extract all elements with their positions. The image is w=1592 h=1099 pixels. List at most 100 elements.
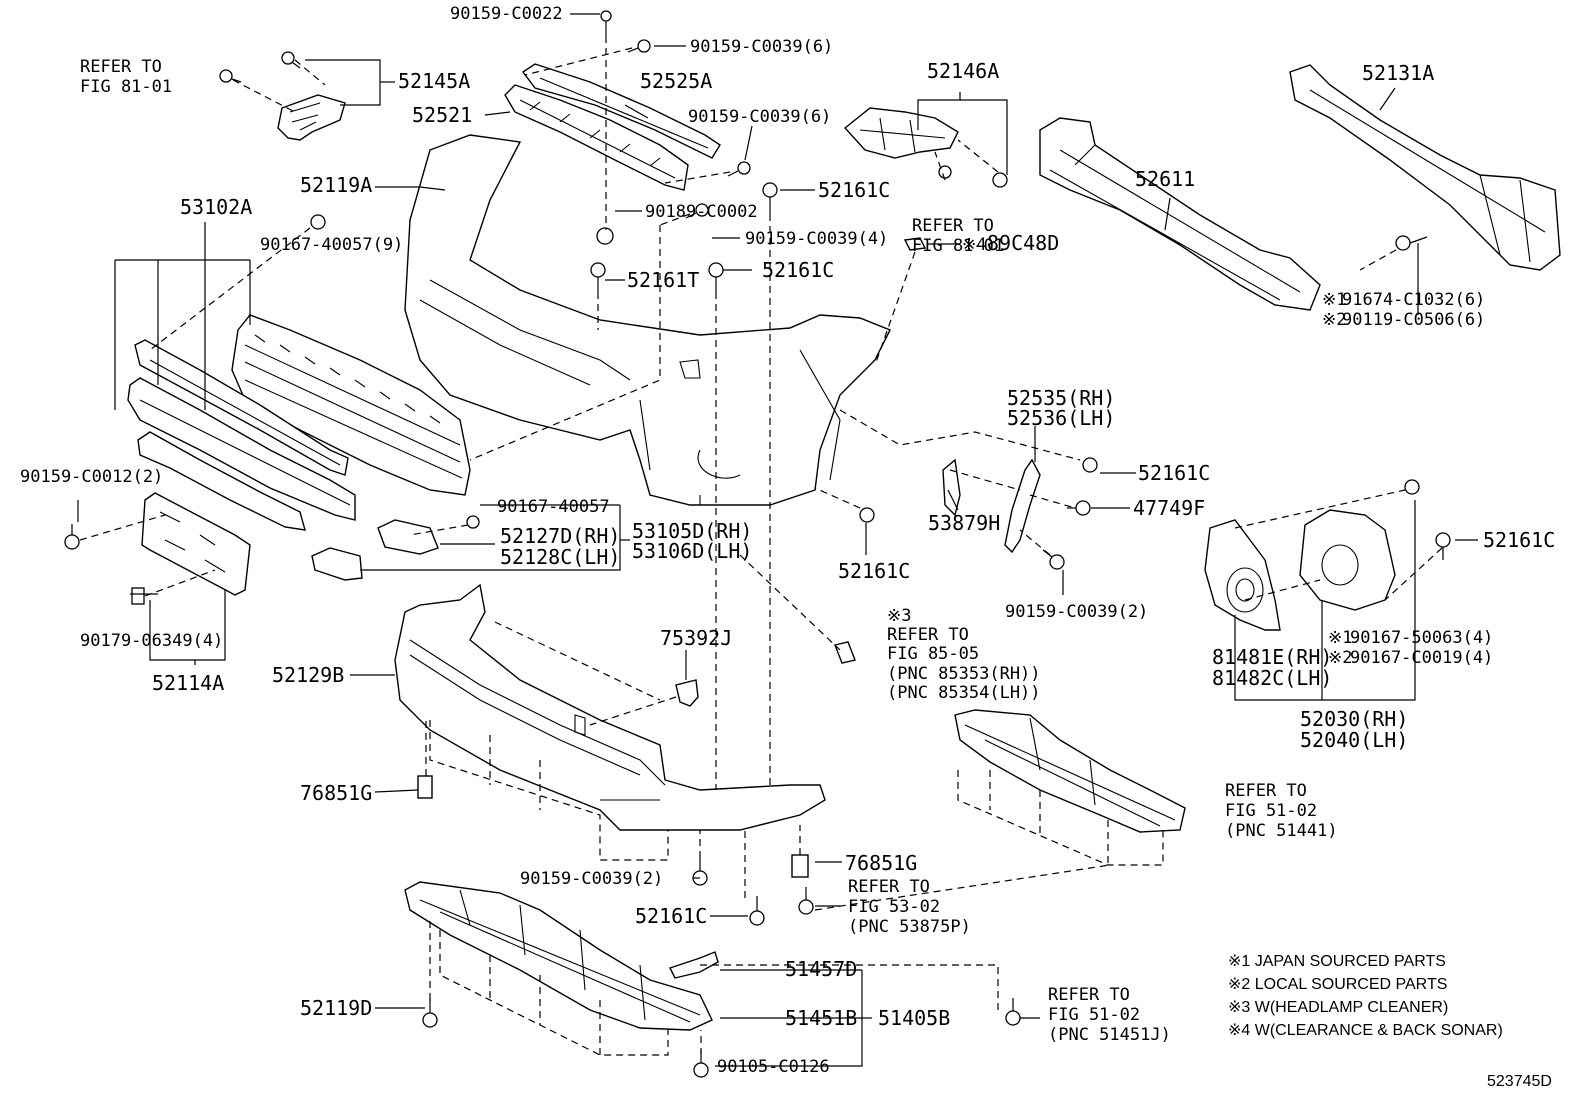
label-52128c: 52128C(LH) — [500, 545, 620, 569]
label-90159-c0039-6a: 90159-C0039(6) — [690, 37, 833, 57]
label-53105d: 53105D(RH) — [632, 519, 752, 543]
cover-52030-shape — [1299, 509, 1396, 611]
retainer-52521-shape — [504, 84, 689, 191]
moulding-strip-bottom-shape — [137, 431, 306, 531]
label-52040: 52040(LH) — [1300, 728, 1408, 752]
label-89c48d: 89C48D — [987, 231, 1059, 255]
ref-2-line-1: REFER TO — [912, 216, 994, 236]
label-81481e: 81481E(RH) — [1212, 645, 1332, 669]
bumper-cover-52119a-shape — [404, 134, 891, 506]
label-53102a: 53102A — [180, 195, 252, 219]
label-90167-50063: 90167-50063(4) — [1350, 628, 1493, 648]
marker-2-b: ※2 — [1328, 648, 1352, 668]
label-52161c-c: 52161C — [1138, 461, 1210, 485]
legend-item-2: ※2 LOCAL SOURCED PARTS — [1228, 976, 1447, 993]
label-76851g-b: 76851G — [845, 851, 917, 875]
fasteners — [64, 10, 1451, 1078]
label-90159-c0022: 90159-C0022 — [450, 4, 563, 24]
label-90179-06349: 90179-06349(4) — [80, 631, 223, 651]
ref-6-line-1: REFER TO — [1048, 985, 1130, 1005]
ref-4-line-1: REFER TO — [1225, 781, 1307, 801]
label-53879h: 53879H — [928, 511, 1000, 535]
bracket-75392j-shape — [675, 679, 699, 707]
bracket-81481e-shape — [1204, 519, 1281, 631]
under-cover-right-shape — [954, 709, 1186, 833]
label-52525a: 52525A — [640, 69, 712, 93]
under-cover-51451b-shape — [404, 881, 713, 1031]
label-52119a: 52119A — [300, 173, 372, 197]
ref-4-line-2: FIG 51-02 — [1225, 801, 1317, 821]
label-90105-c0126: 90105-C0126 — [717, 1057, 830, 1077]
bracket-52146a-shape — [843, 107, 959, 159]
ref-1-line-2: FIG 81-01 — [80, 77, 172, 97]
label-52521: 52521 — [412, 103, 472, 127]
marker-2-a: ※2 — [1322, 310, 1346, 330]
ref-5-line-1: REFER TO — [848, 877, 930, 897]
label-90167-c0019: 90167-C0019(4) — [1350, 648, 1493, 668]
label-52611: 52611 — [1135, 167, 1195, 191]
label-76851g-a: 76851G — [300, 781, 372, 805]
labels: 90159-C0022 90159-C0039(6) 52525A 52521 … — [20, 4, 1555, 1077]
references: REFER TO FIG 81-01 REFER TO FIG 81-01 ※3… — [80, 57, 1338, 1045]
ref-6-line-2: FIG 51-02 — [1048, 1005, 1140, 1025]
marker-1-a: ※1 — [1322, 290, 1346, 310]
ref-2-line-2: FIG 81-01 — [912, 236, 1004, 256]
label-90159-c0039-2b: 90159-C0039(2) — [520, 869, 663, 889]
bracket-52145a-shape — [277, 94, 346, 141]
ref-1-line-1: REFER TO — [80, 57, 162, 77]
label-91674-c1032: 91674-C1032(6) — [1342, 290, 1485, 310]
garnish-52128c-shape — [311, 547, 363, 581]
ref-6-line-3: (PNC 51451J) — [1048, 1025, 1171, 1045]
label-51451b: 51451B — [785, 1006, 857, 1030]
seal-53879h-shape — [942, 458, 961, 517]
label-90159-c0039-4: 90159-C0039(4) — [745, 229, 888, 249]
label-90119-c0506: 90119-C0506(6) — [1342, 310, 1485, 330]
label-52161t: 52161T — [627, 268, 699, 292]
clip-76851g-a-shape — [417, 775, 433, 799]
marker-1-b: ※1 — [1328, 628, 1352, 648]
lower-bumper-52129b-shape — [394, 583, 826, 831]
bracket-51457d-shape — [669, 951, 719, 979]
ref-3-line-3: (PNC 85353(RH)) — [887, 664, 1041, 684]
label-81482c: 81482C(LH) — [1212, 666, 1332, 690]
label-52535: 52535(RH) — [1007, 386, 1115, 410]
label-52129b: 52129B — [272, 663, 344, 687]
label-90167-40057-9: 90167-40057(9) — [260, 235, 403, 255]
label-90159-c0039-2a: 90159-C0039(2) — [1005, 602, 1148, 622]
label-52161c-b: 52161C — [762, 258, 834, 282]
sensor-89c48d-shape — [903, 237, 927, 251]
moulding-strip-upper-shape — [134, 339, 349, 476]
ref-4-line-3: (PNC 51441) — [1225, 821, 1338, 841]
label-52161c-f: 52161C — [635, 904, 707, 928]
reinforcement-52611-shape — [1039, 117, 1321, 311]
label-52536: 52536(LH) — [1007, 406, 1115, 430]
ref-5-line-3: (PNC 53875P) — [848, 917, 971, 937]
ref-3-line-1: REFER TO — [887, 625, 969, 645]
retainer-52525a-shape — [521, 63, 721, 159]
ref-5-line-2: FIG 53-02 — [848, 897, 940, 917]
label-52127d: 52127D(RH) — [500, 524, 620, 548]
dashed-lines — [79, 36, 1443, 1056]
garnish-52127d-shape — [377, 519, 439, 555]
label-90159-c0039-6b: 90159-C0039(6) — [688, 107, 831, 127]
label-90167-40057: 90167-40057 — [497, 497, 610, 517]
bracket-52535-shape — [1004, 458, 1041, 554]
label-52161c-d: 52161C — [838, 559, 910, 583]
legend-item-4: ※4 W(CLEARANCE & BACK SONAR) — [1228, 1022, 1503, 1039]
reinforcement-52131a-shape — [1289, 64, 1561, 271]
label-52119d: 52119D — [300, 996, 372, 1020]
leader-lines — [77, 13, 1478, 1067]
label-75392j: 75392J — [660, 626, 732, 650]
label-90189-c0002: 90189-C0002 — [645, 202, 758, 222]
label-52161c-a: 52161C — [818, 178, 890, 202]
cleaner-cap-shape — [834, 641, 856, 664]
label-52030: 52030(RH) — [1300, 707, 1408, 731]
diagram-id: 523745D — [1487, 1073, 1552, 1090]
label-51457d: 51457D — [785, 957, 857, 981]
label-52161c-e: 52161C — [1483, 528, 1555, 552]
label-52145a: 52145A — [398, 69, 470, 93]
ref-3-line-2: FIG 85-05 — [887, 644, 979, 664]
license-bracket-52114a-shape — [141, 492, 251, 596]
label-53106d: 53106D(LH) — [632, 539, 752, 563]
